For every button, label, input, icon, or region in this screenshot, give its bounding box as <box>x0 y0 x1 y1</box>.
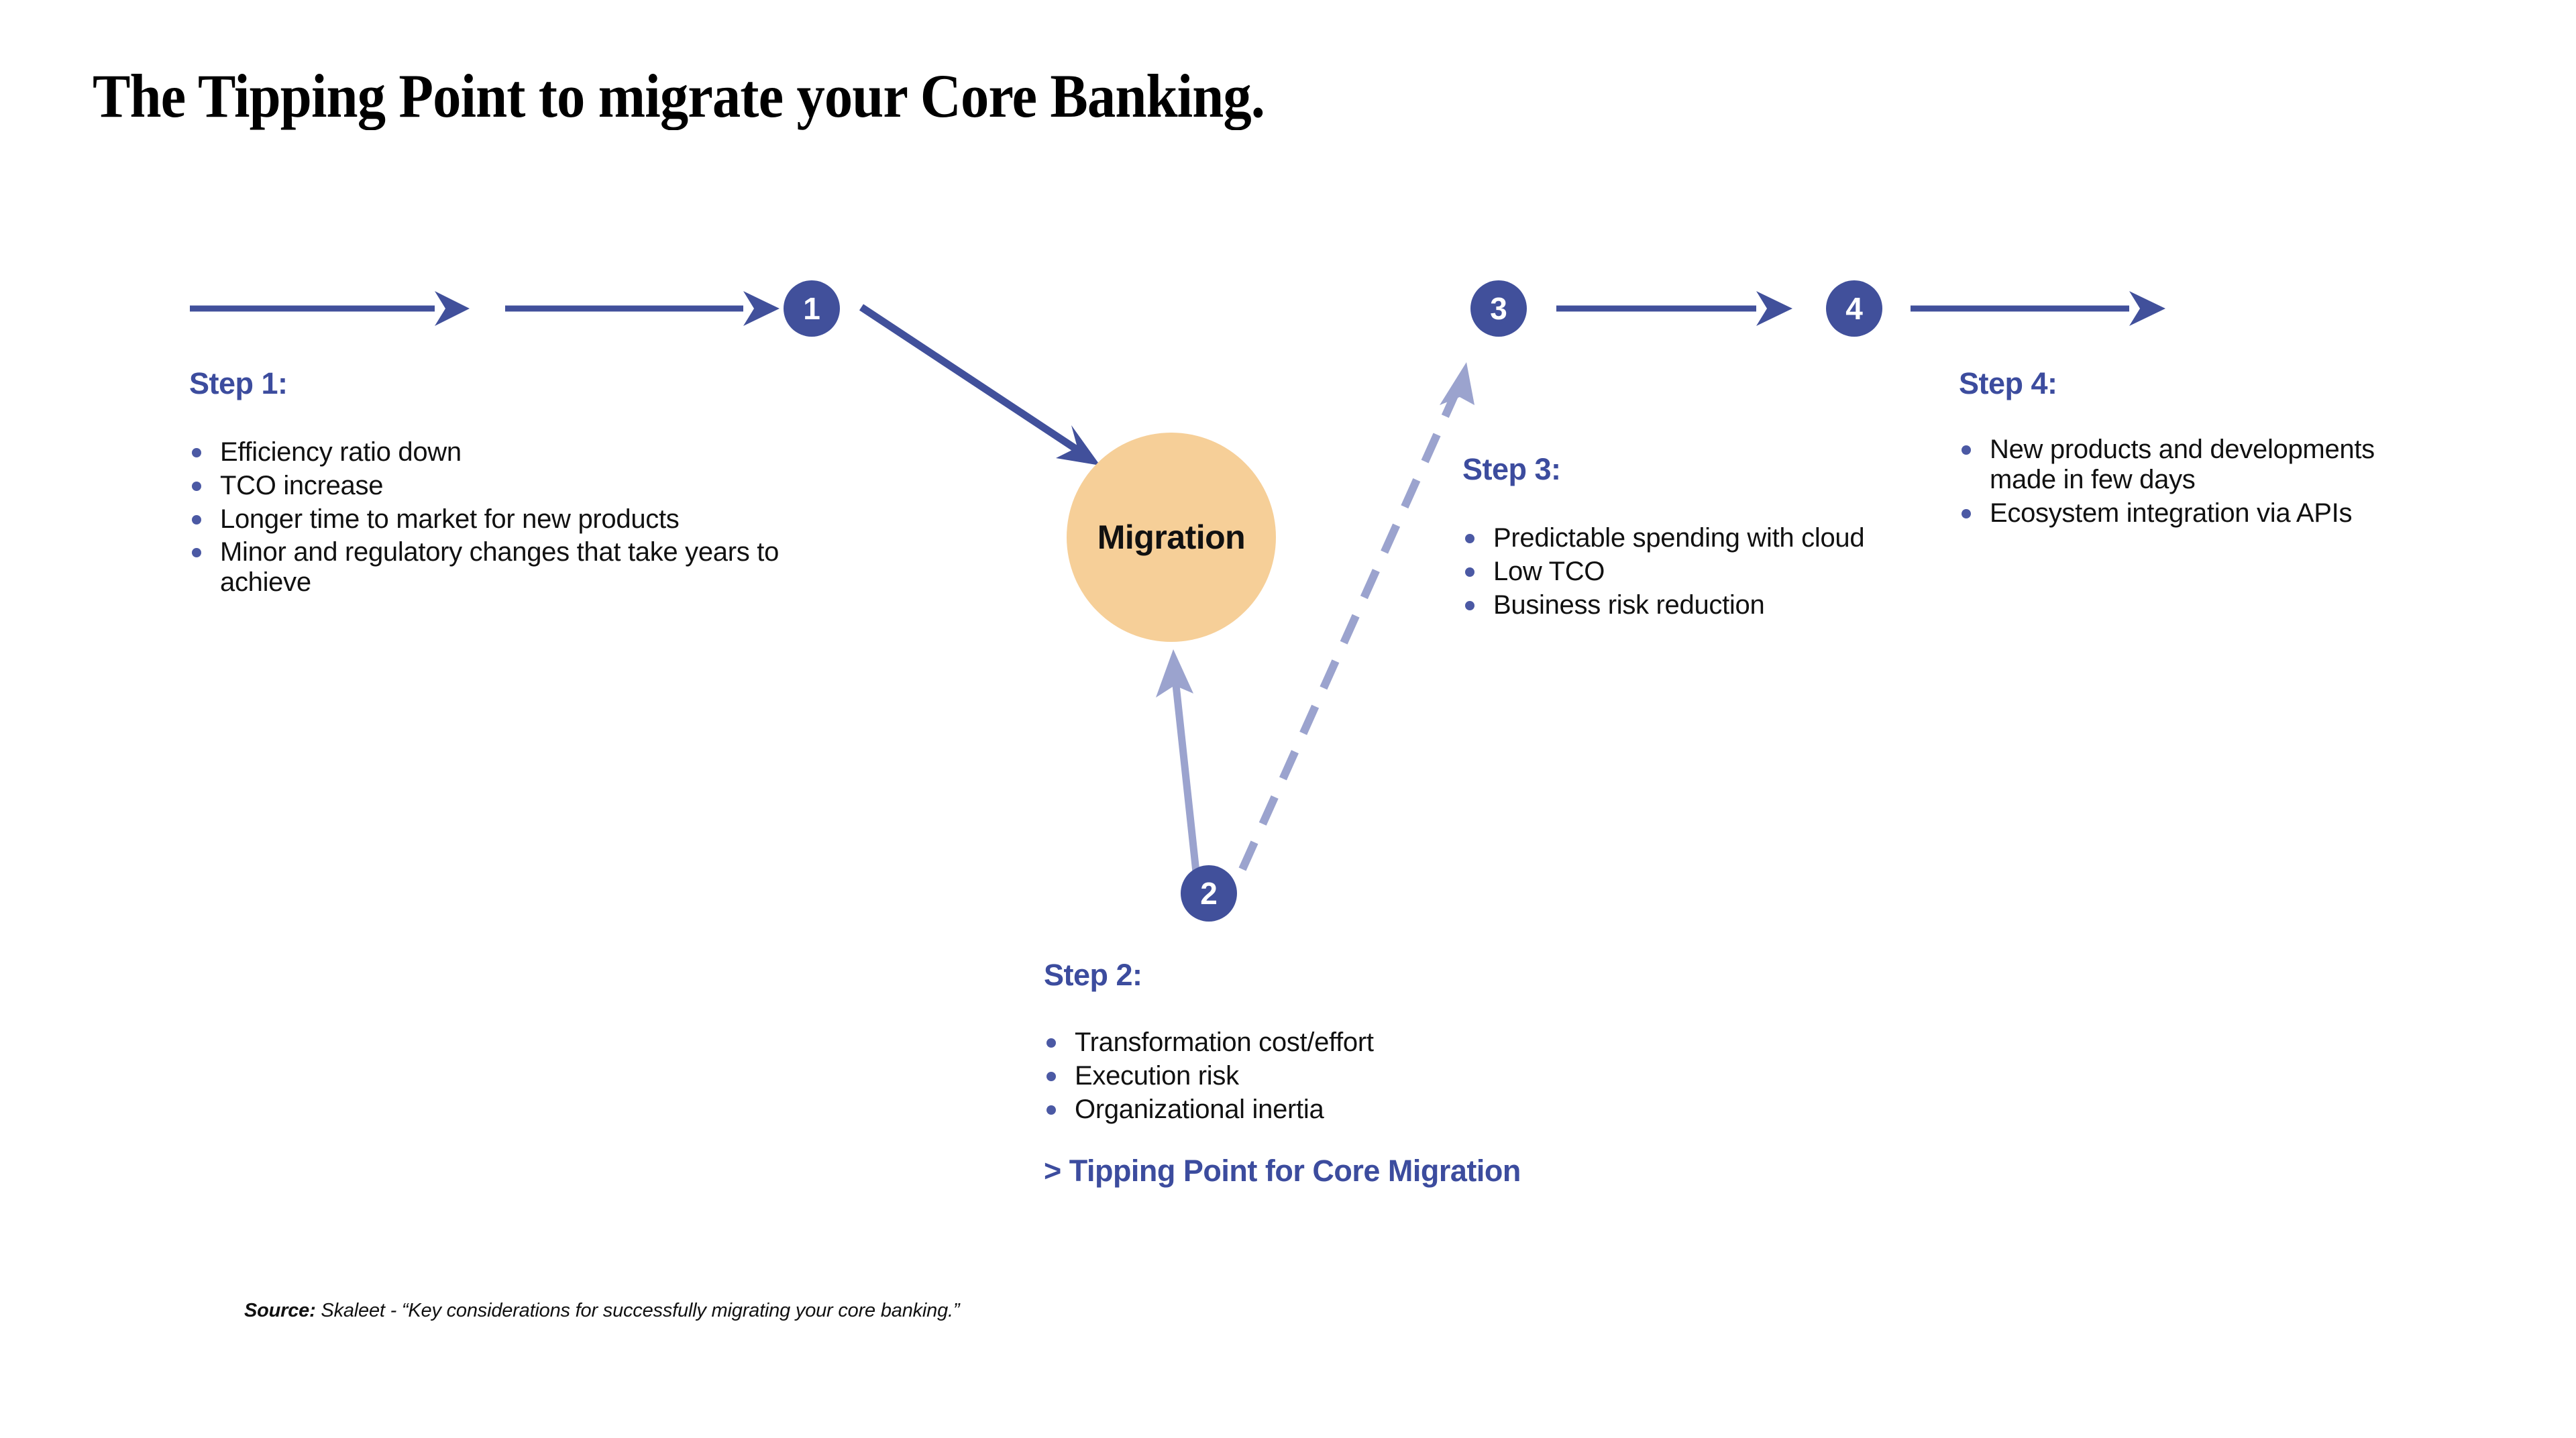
bullet-icon <box>192 548 201 558</box>
bullet-icon <box>1046 1038 1056 1048</box>
step-1-block: Step 1: Efficiency ratio down TCO increa… <box>189 366 833 601</box>
tipping-point-callout: > Tipping Point for Core Migration <box>1044 1154 1521 1188</box>
list-item: Predictable spending with cloud <box>1462 523 1865 553</box>
list-item-label: Execution risk <box>1075 1060 1239 1091</box>
bullet-icon <box>1046 1105 1056 1115</box>
step-node-4[interactable]: 4 <box>1826 280 1882 337</box>
list-item-label: Ecosystem integration via APIs <box>1990 498 2353 528</box>
node2-to-node3-dashed-arrow-icon <box>1238 362 1474 871</box>
list-item-label: Low TCO <box>1493 556 1605 586</box>
node2-to-migration-arrow-icon <box>1156 649 1200 873</box>
list-item: New products and developments made in fe… <box>1959 435 2375 495</box>
bullet-icon <box>192 514 201 524</box>
timeline-arrow-3-icon <box>1556 291 1792 326</box>
list-item-label: Predictable spending with cloud <box>1493 523 1865 553</box>
bullet-icon <box>1465 567 1474 577</box>
node1-to-migration-arrow-icon <box>859 304 1100 465</box>
step-1-list: Efficiency ratio down TCO increase Longe… <box>189 437 833 598</box>
list-item: Longer time to market for new products <box>189 504 833 535</box>
migration-hub-label: Migration <box>1097 518 1246 556</box>
timeline-arrow-4-icon <box>1911 291 2165 326</box>
step-4-block: Step 4: New products and developments ma… <box>1959 366 2375 531</box>
list-item-label: TCO increase <box>220 470 384 500</box>
list-item: Efficiency ratio down <box>189 437 833 467</box>
step-node-3[interactable]: 3 <box>1470 280 1527 337</box>
bullet-icon <box>1046 1071 1056 1081</box>
list-item: Transformation cost/effort <box>1044 1028 1621 1058</box>
step-node-1[interactable]: 1 <box>784 280 840 337</box>
step-3-list: Predictable spending with cloud Low TCO … <box>1462 523 1865 620</box>
step-3-block: Step 3: Predictable spending with cloud … <box>1462 452 1865 623</box>
list-item-label: Transformation cost/effort <box>1075 1028 1374 1057</box>
list-item: Execution risk <box>1044 1061 1621 1091</box>
source-note: Source: Skaleet - “Key considerations fo… <box>244 1300 960 1322</box>
list-item: Ecosystem integration via APIs <box>1959 498 2375 529</box>
migration-hub-circle[interactable]: Migration <box>1067 433 1276 642</box>
step-3-heading: Step 3: <box>1462 452 1561 486</box>
timeline-arrow-1-icon <box>190 291 470 326</box>
bullet-icon <box>192 481 201 491</box>
timeline-arrow-2-icon <box>505 291 780 326</box>
list-item: Organizational inertia <box>1044 1095 1621 1125</box>
step-2-heading: Step 2: <box>1044 958 1142 992</box>
source-label: Source: <box>244 1300 316 1321</box>
step-2-block: Step 2: Transformation cost/effort Execu… <box>1044 958 1621 1127</box>
list-item: Business risk reduction <box>1462 590 1865 620</box>
bullet-icon <box>192 448 201 457</box>
list-item: Minor and regulatory changes that take y… <box>189 537 833 598</box>
bullet-icon <box>1465 534 1474 543</box>
list-item-label: Minor and regulatory changes that take y… <box>220 537 780 598</box>
step-1-heading: Step 1: <box>189 366 288 400</box>
step-2-list: Transformation cost/effort Execution ris… <box>1044 1028 1621 1124</box>
page-title: The Tipping Point to migrate your Core B… <box>93 62 1265 130</box>
bullet-icon <box>1962 508 1971 518</box>
list-item: TCO increase <box>189 471 833 501</box>
list-item-label: Organizational inertia <box>1075 1094 1324 1124</box>
list-item-label: Business risk reduction <box>1493 590 1765 620</box>
step-4-heading: Step 4: <box>1959 366 2057 400</box>
step-4-list: New products and developments made in fe… <box>1959 435 2375 528</box>
list-item-label: New products and developments made in fe… <box>1990 435 2375 494</box>
bullet-icon <box>1962 445 1971 455</box>
list-item-label: Efficiency ratio down <box>220 437 462 467</box>
step-node-2[interactable]: 2 <box>1181 865 1237 922</box>
bullet-icon <box>1465 600 1474 610</box>
source-text: Skaleet - “Key considerations for succes… <box>315 1300 960 1321</box>
list-item-label: Longer time to market for new products <box>220 504 680 534</box>
list-item: Low TCO <box>1462 557 1865 587</box>
